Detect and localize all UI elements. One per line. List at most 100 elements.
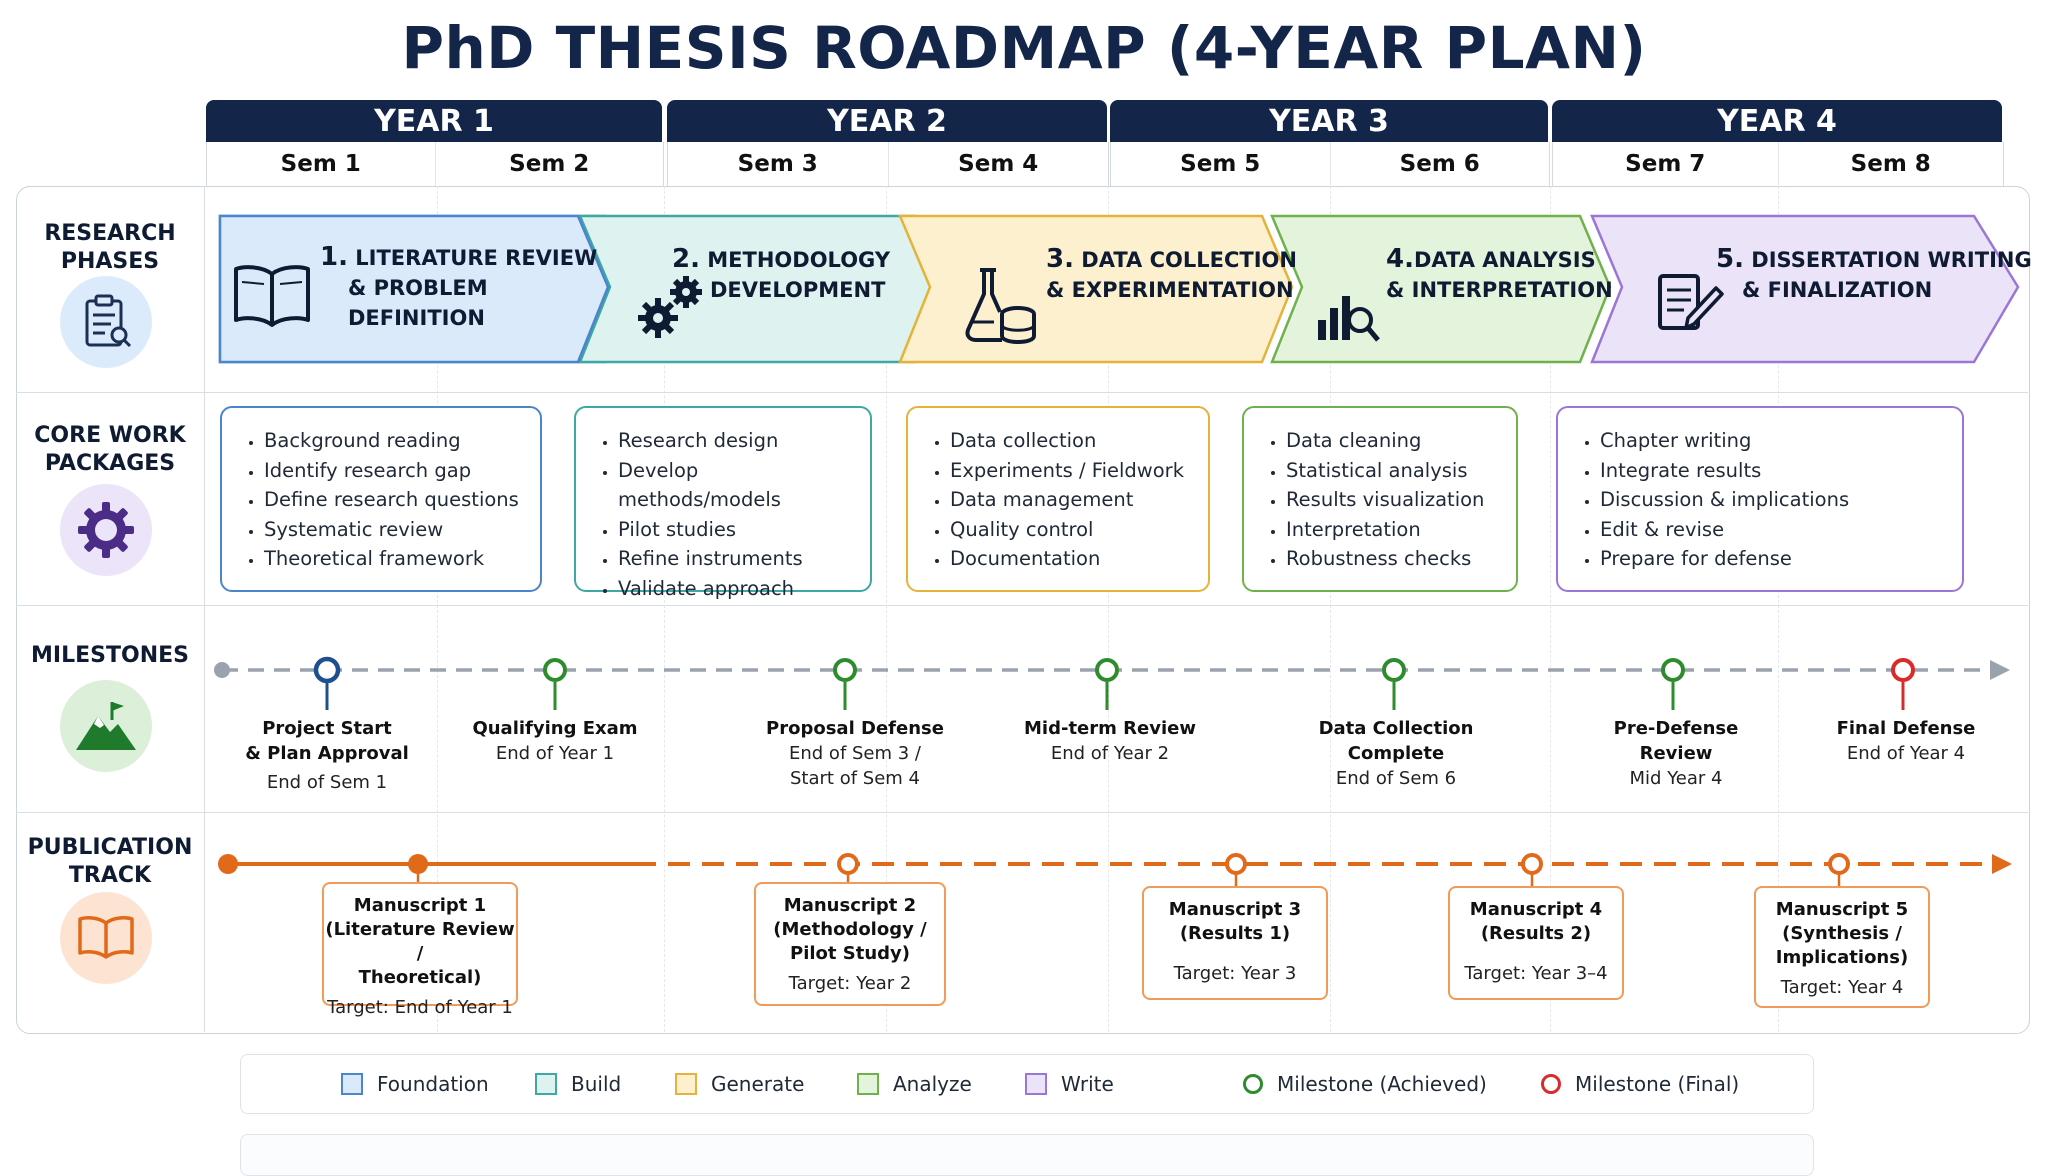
list-item: Prepare for defense (1600, 544, 1948, 574)
gear-icon (60, 484, 152, 576)
work-package-4: Data cleaning Statistical analysis Resul… (1242, 406, 1518, 592)
list-item: Experiments / Fieldwork (950, 456, 1194, 486)
manuscript-2: Manuscript 2 (Methodology / Pilot Study)… (754, 882, 946, 1006)
legend: Foundation Build Generate Analyze Write … (240, 1054, 1814, 1114)
legend-item-milestone-achieved: Milestone (Achieved) (1243, 1072, 1487, 1096)
row-label-milestones: MILESTONES (31, 643, 189, 668)
legend-swatch (675, 1073, 697, 1095)
list-item: Results visualization (1286, 485, 1502, 515)
manuscript-marker-4 (1521, 853, 1543, 890)
semester-gridline (1778, 186, 1779, 1032)
row-divider (16, 605, 2028, 606)
manuscript-marker-2 (837, 853, 859, 890)
milestone-1: Project Start & Plan Approval End of Sem… (245, 718, 409, 793)
list-item: Edit & revise (1600, 515, 1948, 545)
phase-1-label: 1. LITERATURE REVIEW & PROBLEM DEFINITIO… (320, 242, 598, 330)
list-item: Chapter writing (1600, 426, 1948, 456)
legend-ring (1243, 1074, 1263, 1094)
phase-2-label: 2. METHODOLOGY DEVELOPMENT (672, 244, 891, 302)
milestone-marker-6 (1661, 658, 1685, 710)
row-label-publication: PUBLICATION TRACK (27, 835, 193, 888)
list-item: Data management (950, 485, 1194, 515)
publication-arrow (1992, 854, 2012, 874)
list-item: Refine instruments (618, 544, 856, 574)
list-item: Background reading (264, 426, 526, 456)
list-item: Quality control (950, 515, 1194, 545)
row-label-core-work: CORE WORK PACKAGES (34, 423, 186, 476)
list-item: Systematic review (264, 515, 526, 545)
legend-swatch (1025, 1073, 1047, 1095)
semester-label: Sem 6 (1329, 142, 1550, 186)
semester-gridline (886, 186, 887, 1032)
legend-item-foundation: Foundation (341, 1072, 489, 1096)
semester-label: Sem 4 (887, 142, 1109, 186)
milestone-marker-2 (543, 658, 567, 710)
year-gridline (1108, 186, 1109, 1032)
label-column-divider (204, 186, 205, 1032)
list-item: Robustness checks (1286, 544, 1502, 574)
year-header-1: YEAR 1 (206, 100, 662, 142)
semester-label: Sem 1 (280, 151, 361, 177)
open-book-icon (232, 262, 312, 336)
footer-notes-bar (240, 1134, 1814, 1176)
manuscript-4: Manuscript 4 (Results 2) Target: Year 3–… (1448, 886, 1624, 1000)
publication-start-dot (218, 854, 238, 874)
gears-icon (636, 274, 706, 344)
phase-5-label: 5. DISSERTATION WRITING & FINALIZATION (1716, 244, 2032, 302)
semester-label: Sem 5 (1180, 151, 1261, 177)
manuscript-5: Manuscript 5 (Synthesis / Implications) … (1754, 886, 1930, 1008)
semester-label: Sem 8 (1777, 142, 2004, 186)
phase-3-label: 3. DATA COLLECTION & EXPERIMENTATION (1046, 244, 1297, 302)
milestone-7: Final Defense End of Year 4 (1836, 718, 1976, 764)
open-book-icon (60, 892, 152, 984)
phase-3-chevron (898, 214, 1294, 364)
list-item: Integrate results (1600, 456, 1948, 486)
document-pen-icon (1656, 270, 1726, 340)
list-item: Pilot studies (618, 515, 856, 545)
semester-row-year-3: Sem 5 Sem 6 (1110, 142, 1550, 187)
manuscript-1: Manuscript 1 (Literature Review / Theore… (322, 882, 518, 1018)
semester-label: Sem 3 (737, 151, 818, 177)
legend-swatch (857, 1073, 879, 1095)
milestone-timeline (214, 656, 2010, 710)
work-package-2: Research design Develop methods/models P… (574, 406, 872, 600)
milestone-5: Data Collection Complete End of Sem 6 (1318, 718, 1474, 789)
semester-row-year-4: Sem 7 Sem 8 (1552, 142, 2004, 187)
legend-item-generate: Generate (675, 1072, 804, 1096)
milestone-marker-4 (1095, 658, 1119, 710)
legend-swatch (341, 1073, 363, 1095)
legend-item-milestone-final: Milestone (Final) (1541, 1072, 1739, 1096)
row-divider (16, 812, 2028, 813)
year-header-4: YEAR 4 (1552, 100, 2002, 142)
phase-4-label: 4.DATA ANALYSIS & INTERPRETATION (1386, 244, 1613, 302)
milestone-marker-5 (1382, 658, 1406, 710)
year-header-3: YEAR 3 (1110, 100, 1548, 142)
list-item: Theoretical framework (264, 544, 526, 574)
list-item: Develop methods/models (618, 456, 856, 515)
list-item: Documentation (950, 544, 1194, 574)
milestone-marker-3 (833, 658, 857, 710)
semester-label: Sem 2 (434, 142, 664, 186)
chart-magnifier-icon (1316, 286, 1386, 348)
list-item: Discussion & implications (1600, 485, 1948, 515)
semester-row-year-2: Sem 3 Sem 4 (667, 142, 1109, 187)
phase-1-overlay (218, 214, 610, 364)
page-title: PhD THESIS ROADMAP (4-YEAR PLAN) (401, 14, 1647, 82)
milestone-2: Qualifying Exam End of Year 1 (472, 718, 638, 764)
list-item: Statistical analysis (1286, 456, 1502, 486)
manuscript-marker-3 (1225, 853, 1247, 890)
milestone-marker-7 (1891, 658, 1915, 710)
row-divider (16, 392, 2028, 393)
work-package-1: Background reading Identify research gap… (220, 406, 542, 592)
legend-item-analyze: Analyze (857, 1072, 972, 1096)
list-item: Identify research gap (264, 456, 526, 486)
manuscript-marker-5 (1828, 853, 1850, 890)
list-item: Validate approach (618, 574, 856, 604)
year-header-2: YEAR 2 (667, 100, 1107, 142)
row-label-research-phases: RESEARCH PHASES (44, 221, 176, 274)
semester-row-year-1: Sem 1 Sem 2 (206, 142, 664, 187)
list-item: Research design (618, 426, 856, 456)
legend-item-write: Write (1025, 1072, 1114, 1096)
clipboard-search-icon (60, 276, 152, 368)
semester-gridline (437, 186, 438, 1032)
